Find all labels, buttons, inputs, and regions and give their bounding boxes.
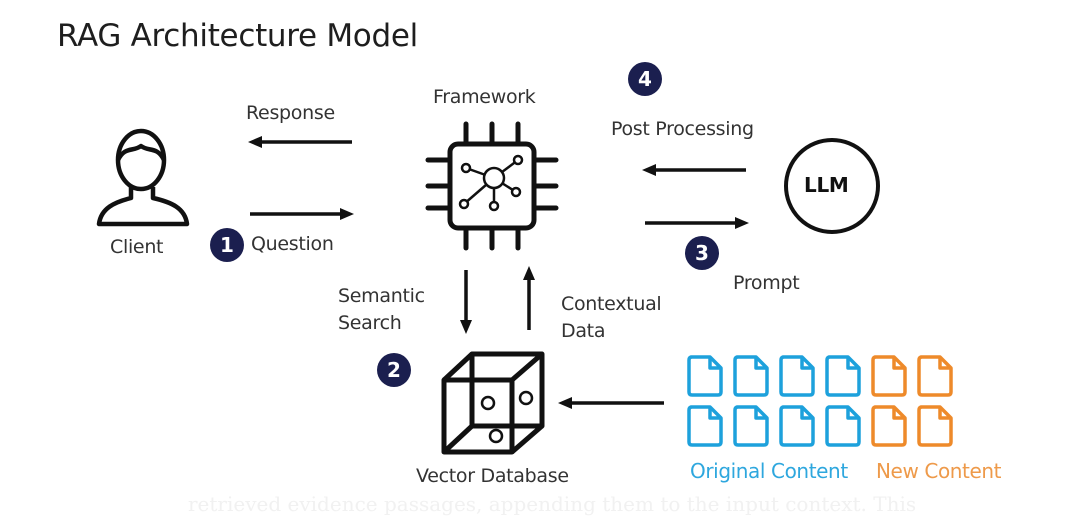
question-arrow bbox=[250, 208, 354, 220]
page-title: RAG Architecture Model bbox=[57, 18, 418, 54]
original-document-icon bbox=[825, 405, 861, 447]
new-document-icon bbox=[871, 405, 907, 447]
new-content-label: New Content bbox=[876, 459, 1002, 483]
new-document-icon bbox=[871, 355, 907, 397]
post-processing-label: Post Processing bbox=[611, 118, 754, 140]
original-document-icon bbox=[779, 405, 815, 447]
semantic-search-label-line2: Search bbox=[338, 312, 402, 334]
original-document-icon bbox=[687, 405, 723, 447]
prompt-arrow bbox=[645, 217, 749, 229]
new-document-icon bbox=[917, 405, 953, 447]
original-document-icon bbox=[733, 355, 769, 397]
llm-label: LLM bbox=[804, 173, 849, 197]
question-label: Question bbox=[251, 233, 334, 255]
semantic-search-arrow bbox=[460, 270, 472, 334]
original-document-icon bbox=[779, 355, 815, 397]
step-2-badge: 2 bbox=[377, 353, 411, 387]
vector-database-cube-icon bbox=[441, 351, 545, 455]
contextual-data-label-line2: Data bbox=[561, 320, 606, 342]
original-content-label: Original Content bbox=[690, 459, 848, 483]
original-document-icon bbox=[825, 355, 861, 397]
contextual-data-arrow bbox=[523, 266, 535, 330]
semantic-search-label-line1: Semantic bbox=[338, 285, 425, 307]
prompt-label: Prompt bbox=[733, 272, 800, 294]
llm-circle-icon bbox=[784, 138, 880, 234]
client-person-icon bbox=[96, 128, 190, 227]
contextual-data-label-line1: Contextual bbox=[561, 293, 662, 315]
ingest-arrow bbox=[558, 397, 664, 409]
vector-database-label: Vector Database bbox=[416, 465, 569, 487]
step-4-badge: 4 bbox=[628, 62, 662, 96]
response-arrow bbox=[248, 136, 352, 148]
post-processing-arrow bbox=[642, 164, 746, 176]
subtitle-caption: retrieved evidence passages, appending t… bbox=[188, 492, 917, 516]
new-document-icon bbox=[917, 355, 953, 397]
step-1-badge: 1 bbox=[210, 228, 244, 262]
framework-chip-icon bbox=[425, 121, 559, 251]
content-documents-grid bbox=[686, 354, 976, 454]
response-label: Response bbox=[246, 102, 335, 124]
client-label: Client bbox=[110, 236, 164, 258]
step-3-badge: 3 bbox=[685, 236, 719, 270]
original-document-icon bbox=[733, 405, 769, 447]
framework-label: Framework bbox=[433, 86, 536, 108]
original-document-icon bbox=[687, 355, 723, 397]
